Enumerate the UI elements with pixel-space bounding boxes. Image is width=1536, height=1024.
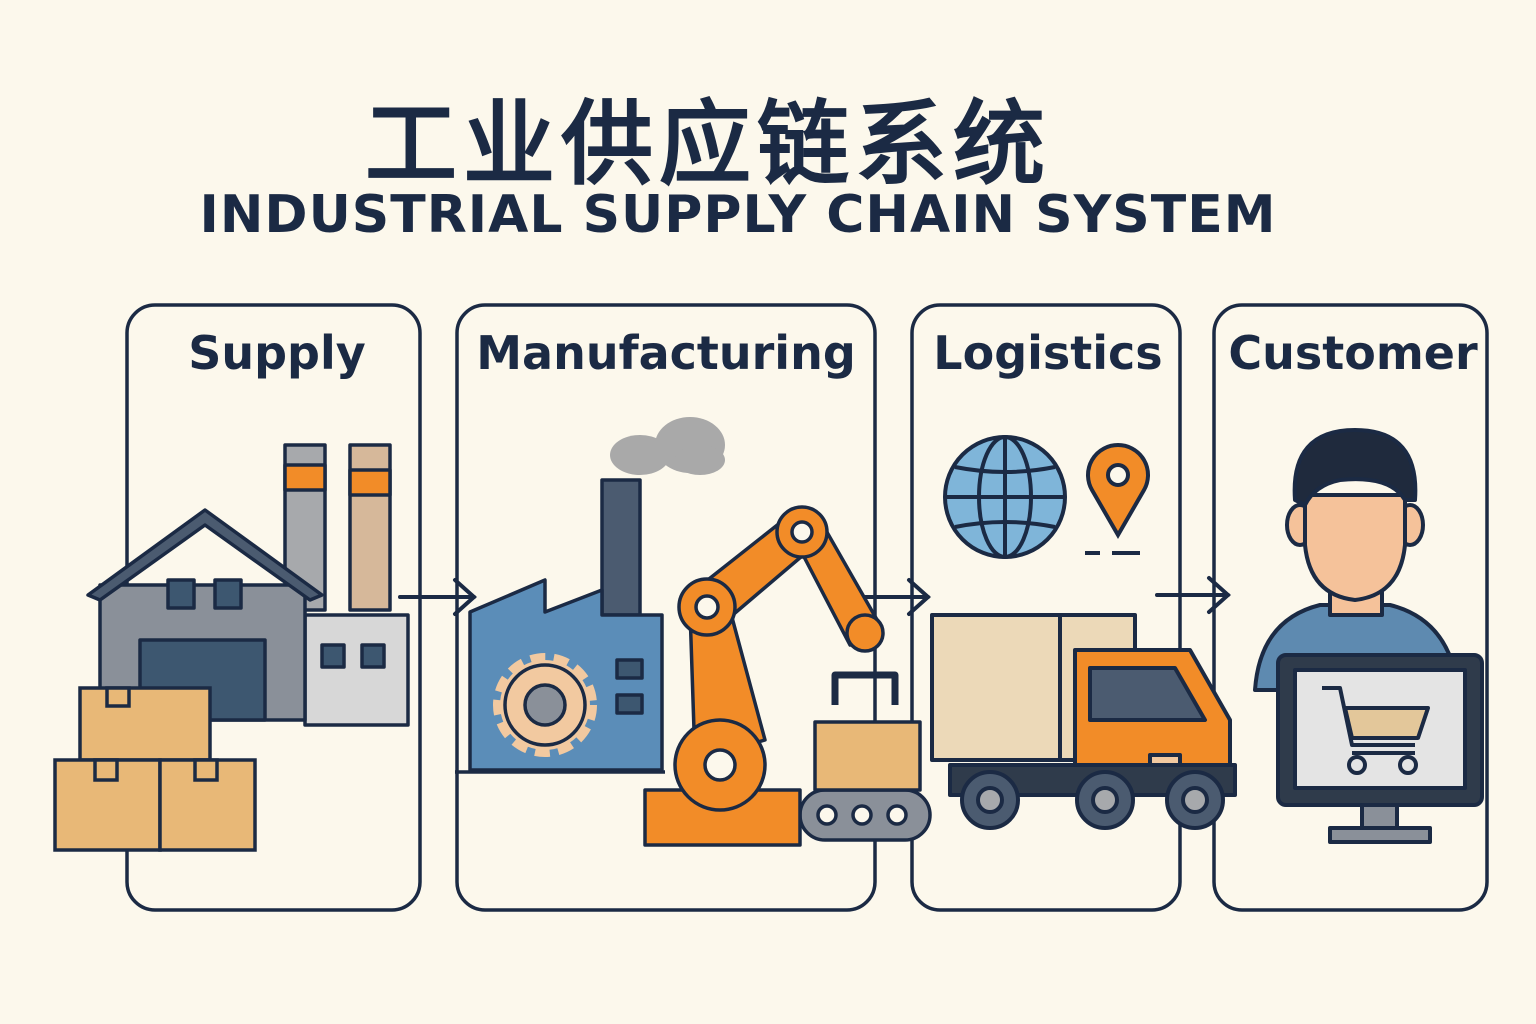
smoke-cloud-icon: [610, 417, 725, 475]
arrow-right-icon: [1155, 576, 1231, 614]
factory-icon: [468, 478, 664, 772]
warehouse-factory-icon: [86, 443, 410, 727]
person-icon: [1253, 428, 1460, 692]
delivery-truck-icon: [930, 613, 1237, 830]
flow-arrows: [398, 576, 1231, 616]
panel-logistics: [910, 303, 1182, 912]
stage-label-logistics: Logistics: [933, 326, 1163, 380]
computer-monitor-icon: [1276, 653, 1484, 844]
arrow-right-icon: [863, 578, 931, 616]
robot-arm-icon: [643, 505, 932, 847]
gear-icon: [493, 653, 597, 757]
panel-manufacturing: [455, 303, 877, 912]
box: [813, 720, 922, 792]
stage-label-customer: Customer: [1228, 326, 1478, 380]
location-pin-icon: [1085, 443, 1150, 555]
stage-label-manufacturing: Manufacturing: [476, 326, 856, 380]
arrow-right-icon: [398, 578, 477, 616]
title-chinese: 工业供应链系统: [364, 91, 1051, 198]
stage-label-supply: Supply: [188, 326, 366, 380]
cardboard-boxes-icon: [53, 686, 257, 852]
title-english: INDUSTRIAL SUPPLY CHAIN SYSTEM: [199, 185, 1277, 245]
shopping-cart-icon: [1322, 686, 1430, 775]
globe-icon: [943, 435, 1067, 559]
